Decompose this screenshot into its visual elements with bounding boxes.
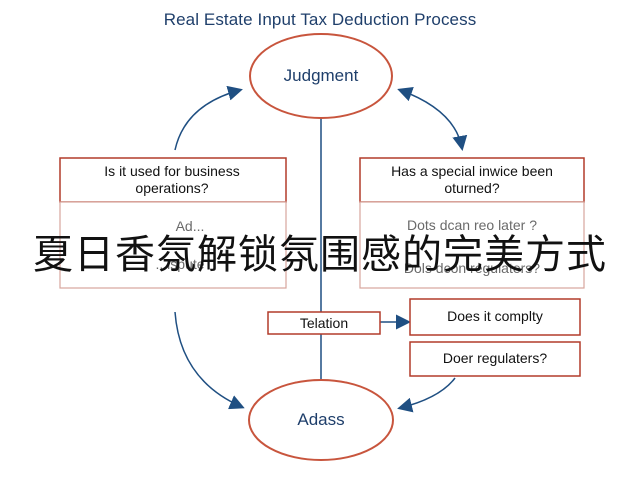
- telation-box: [267, 311, 381, 335]
- left-question-box: [59, 157, 287, 203]
- right-faded-box: [359, 201, 585, 289]
- left-faded-box: [59, 201, 287, 289]
- arrow-right-bidirectional: [397, 87, 468, 151]
- arrow-left-down: [174, 311, 245, 410]
- left-faded-text-1: Ad...: [175, 218, 205, 234]
- left-faded-text-2: ...ispute: [155, 256, 205, 272]
- overlay-caption: 夏日香氛解锁氛围感的完美方式: [33, 232, 607, 278]
- diagram-title: Real Estate Input Tax Deduction Process: [163, 10, 477, 29]
- telation-text: Telation: [299, 315, 349, 331]
- comply-text: Does it complty: [447, 308, 543, 324]
- right-question-text: Has a special inwice been oturned?: [391, 163, 553, 196]
- regulaters-box: [409, 341, 581, 377]
- judgment-label: Judgment: [283, 66, 359, 85]
- comply-box: [409, 298, 581, 336]
- adass-circle: [248, 379, 394, 461]
- right-faded-text-2: Dols dcon regulaters?: [403, 260, 541, 276]
- arrow-right-down: [397, 377, 456, 413]
- regulaters-text: Doer regulaters?: [442, 350, 548, 366]
- judgment-circle: [249, 33, 393, 119]
- right-faded-text-1: Dots dcan reo later ?: [407, 217, 537, 233]
- adass-label: Adass: [297, 410, 345, 429]
- left-question-text: Is it used for business operations?: [104, 163, 240, 196]
- arrow-left-up: [174, 85, 243, 151]
